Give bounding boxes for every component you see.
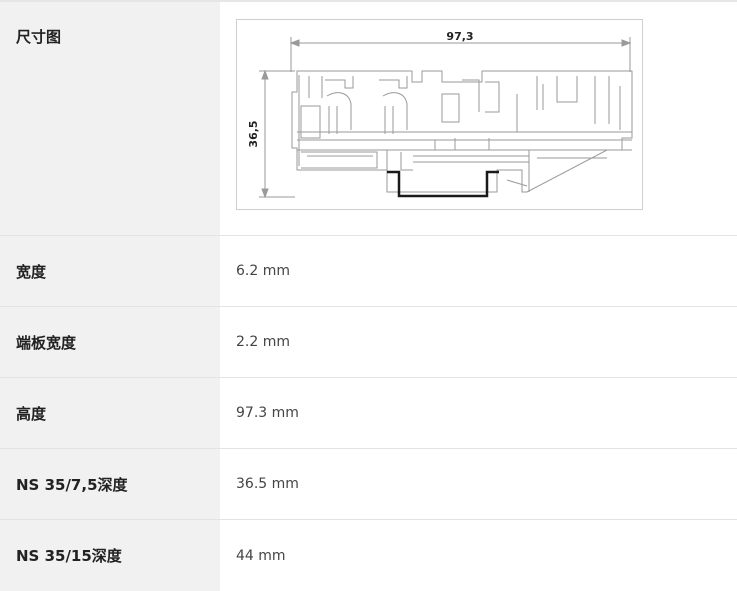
row-value: 97,3 36,5 <box>220 2 737 235</box>
row-label: NS 35/15深度 <box>0 520 220 591</box>
terminal-block-drawing: 97,3 36,5 <box>247 30 633 199</box>
table-row-width: 宽度 6.2 mm <box>0 236 737 307</box>
height-dimension-label: 36,5 <box>247 120 260 147</box>
row-label: NS 35/7,5深度 <box>0 449 220 519</box>
table-row-end-plate-width: 端板宽度 2.2 mm <box>0 307 737 378</box>
table-row-ns35-15-depth: NS 35/15深度 44 mm <box>0 520 737 591</box>
row-label: 宽度 <box>0 236 220 306</box>
dimension-drawing: 97,3 36,5 <box>236 19 643 210</box>
row-label: 高度 <box>0 378 220 448</box>
row-label: 端板宽度 <box>0 307 220 377</box>
row-value: 36.5 mm <box>236 476 299 492</box>
width-dimension-label: 97,3 <box>446 30 473 43</box>
row-value: 97.3 mm <box>236 405 299 421</box>
row-value: 44 mm <box>236 547 286 564</box>
table-row-height: 高度 97.3 mm <box>0 378 737 449</box>
row-value: 6.2 mm <box>236 263 290 279</box>
row-label: 尺寸图 <box>0 2 220 235</box>
table-row-dimension-drawing: 尺寸图 <box>0 2 737 236</box>
table-row-ns35-7-5-depth: NS 35/7,5深度 36.5 mm <box>0 449 737 520</box>
row-value: 2.2 mm <box>236 334 290 350</box>
table-top-border <box>0 0 737 2</box>
